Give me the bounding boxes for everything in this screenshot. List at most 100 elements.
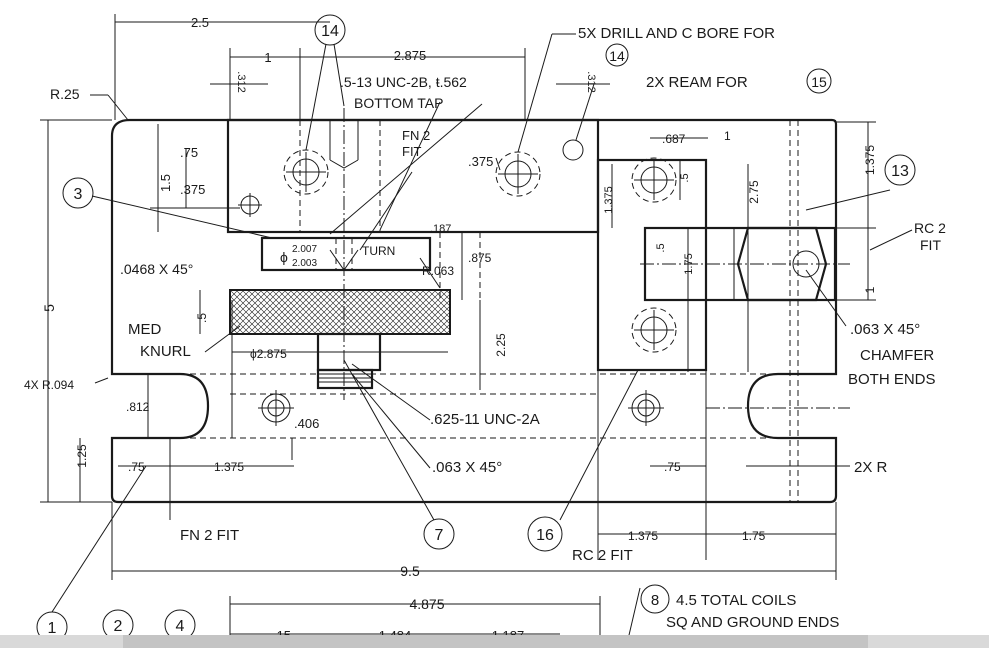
- ream-hole: [562, 139, 584, 161]
- thread-stem: [316, 368, 374, 390]
- svg-text:2.003: 2.003: [292, 258, 317, 269]
- svg-text:1.25: 1.25: [75, 444, 89, 468]
- balloon-8: 8: [640, 584, 670, 614]
- svg-text:4X R.094: 4X R.094: [24, 378, 74, 392]
- svg-text:.75: .75: [180, 145, 198, 160]
- balloon-16: 16: [527, 516, 563, 552]
- note-tap-2: BOTTOM TAP: [354, 95, 443, 111]
- svg-text:7: 7: [435, 527, 444, 544]
- svg-text:3: 3: [74, 186, 83, 203]
- cbore-hole: [631, 307, 677, 353]
- svg-text:.375: .375: [180, 182, 205, 197]
- note-turn: TURN: [362, 244, 395, 258]
- note-chamfer-right-3: BOTH ENDS: [848, 371, 936, 388]
- svg-text:5: 5: [41, 304, 57, 312]
- note-fn2-top-1: FN 2: [402, 128, 430, 143]
- balloon-3: 3: [62, 177, 94, 209]
- svg-text:1.75: 1.75: [683, 253, 695, 274]
- svg-text:1: 1: [863, 286, 877, 293]
- svg-text:15: 15: [811, 74, 827, 90]
- svg-text:.687: .687: [662, 132, 686, 146]
- cbore-hole: [283, 149, 329, 195]
- svg-text:14: 14: [609, 48, 625, 64]
- svg-text:.5: .5: [655, 243, 667, 252]
- svg-text:.875: .875: [468, 251, 492, 265]
- svg-text:.5: .5: [195, 313, 209, 323]
- svg-text:2.75: 2.75: [747, 180, 761, 204]
- svg-text:ϕ: ϕ: [280, 249, 288, 265]
- cbore-hole: [495, 151, 541, 197]
- bottom-scroll-thumb[interactable]: [123, 635, 868, 648]
- dimension-texts: 2.5 1 2.875 .312 .312 R.25 .75 1.5 .375 …: [24, 15, 877, 643]
- svg-text:8: 8: [651, 592, 659, 609]
- svg-text:.406: .406: [294, 416, 319, 431]
- svg-text:1: 1: [724, 129, 731, 143]
- svg-text:.75: .75: [664, 460, 681, 474]
- svg-text:9.5: 9.5: [400, 563, 420, 579]
- svg-text:1.75: 1.75: [742, 529, 766, 543]
- svg-text:.312: .312: [585, 71, 597, 92]
- svg-text:1.375: 1.375: [214, 460, 244, 474]
- balloon-7: 7: [423, 518, 455, 550]
- cbore-hole: [258, 390, 294, 426]
- svg-text:2.25: 2.25: [494, 333, 508, 357]
- svg-text:.5: .5: [679, 173, 691, 182]
- note-ream: 2X REAM FOR: [646, 74, 748, 91]
- svg-text:.312: .312: [235, 71, 247, 92]
- base-plate-outline: [110, 118, 838, 504]
- note-spring-1: 4.5 TOTAL COILS: [676, 592, 796, 609]
- svg-text:2.875: 2.875: [394, 48, 427, 63]
- svg-text:16: 16: [536, 527, 554, 544]
- note-thread: .625-11 UNC-2A: [430, 411, 540, 428]
- svg-text:ϕ2.875: ϕ2.875: [250, 347, 287, 361]
- note-chamfer-right-1: .063 X 45°: [850, 321, 920, 338]
- balloon-14: 14: [314, 14, 346, 46]
- svg-text:14: 14: [321, 23, 339, 40]
- note-rc2-right-1: RC 2: [914, 220, 946, 236]
- svg-text:.375: .375: [468, 154, 493, 169]
- svg-text:1.375: 1.375: [603, 186, 615, 214]
- bottom-scroll-track[interactable]: [0, 635, 989, 648]
- svg-text:1.375: 1.375: [863, 145, 877, 175]
- svg-text:2.5: 2.5: [191, 15, 209, 30]
- knurled-knob: [229, 289, 451, 335]
- note-rc2-right-2: FIT: [920, 237, 941, 253]
- svg-text:1: 1: [264, 50, 271, 65]
- cbore-hole: [631, 157, 677, 203]
- balloon-13: 13: [884, 154, 916, 186]
- svg-text:2.007: 2.007: [292, 244, 317, 255]
- svg-text:2: 2: [114, 618, 123, 635]
- svg-text:4: 4: [176, 618, 185, 635]
- note-med: MED: [128, 321, 162, 338]
- leader-lines: [51, 33, 913, 648]
- note-chamfer-nut: .063 X 45°: [432, 459, 502, 476]
- thread-point: [329, 249, 359, 271]
- inline-ref-14: 14: [605, 43, 629, 67]
- svg-text:.812: .812: [126, 400, 150, 414]
- note-fn2-bottom: FN 2 FIT: [180, 527, 239, 544]
- note-knurl: KNURL: [140, 343, 191, 360]
- note-drill-cbore: 5X DRILL AND C BORE FOR: [578, 25, 775, 42]
- note-tap-1: .5-13 UNC-2B, ŧ.562: [340, 74, 467, 90]
- svg-text:R.25: R.25: [50, 86, 80, 102]
- note-chamfer-right-2: CHAMFER: [860, 347, 934, 364]
- ream-hole: [238, 193, 262, 217]
- note-2x-r: 2X R: [854, 459, 888, 476]
- svg-text:4.875: 4.875: [409, 596, 444, 612]
- inline-ref-15: 15: [806, 68, 832, 94]
- svg-text:1.5: 1.5: [158, 174, 173, 192]
- svg-text:13: 13: [891, 163, 909, 180]
- svg-text:.75: .75: [128, 460, 145, 474]
- note-fn2-top-2: FIT: [402, 144, 422, 159]
- note-chamfer-small: .0468 X 45°: [120, 261, 193, 277]
- note-spring-2: SQ AND GROUND ENDS: [666, 614, 839, 631]
- cbore-hole: [628, 390, 664, 426]
- svg-text:.187: .187: [430, 223, 451, 235]
- note-rc2-bottom: RC 2 FIT: [572, 547, 633, 564]
- svg-text:1.375: 1.375: [628, 529, 658, 543]
- drill-point: [329, 159, 359, 169]
- svg-text:1: 1: [48, 620, 57, 637]
- svg-text:R.063: R.063: [422, 264, 454, 278]
- dimension-lines: [40, 14, 876, 648]
